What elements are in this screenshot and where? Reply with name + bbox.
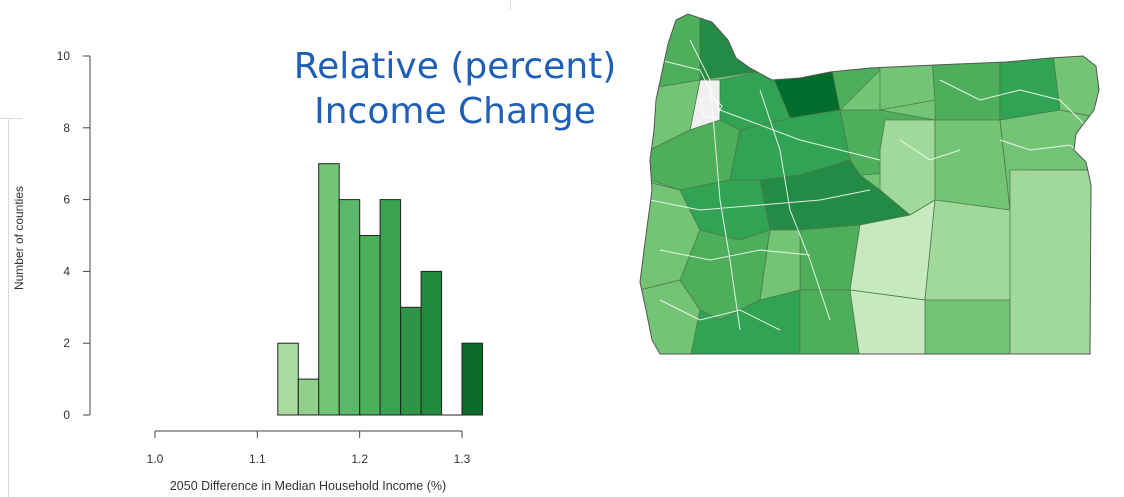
histogram-bar-4	[359, 235, 381, 416]
y-tick-label-4: 8	[63, 121, 70, 135]
x-axis: 1.0 1.1 1.2 1.3	[147, 430, 471, 466]
y-tick-label-0: 0	[63, 408, 70, 422]
histogram-bar-7	[420, 270, 443, 416]
oregon-county-map	[639, 13, 1100, 355]
histogram-bar-1	[297, 378, 320, 416]
x-tick-label-2: 1.2	[351, 452, 368, 466]
histogram-bars	[277, 163, 483, 416]
histogram-bar-0	[277, 342, 299, 416]
histogram-bar-2	[318, 163, 340, 416]
y-tick-label-1: 2	[63, 336, 70, 350]
y-tick-label-3: 6	[63, 193, 70, 207]
x-tick-label-0: 1.0	[147, 452, 164, 466]
overlay-title: Relative (percent) Income Change	[250, 44, 660, 134]
y-axis: 0 2 4 6 8 10	[57, 49, 91, 422]
y-tick-label-5: 10	[57, 49, 71, 63]
histogram-bar-3	[338, 199, 361, 416]
histogram-bar-9	[461, 342, 483, 416]
slide-guides	[0, 0, 511, 497]
y-axis-label: Number of counties	[12, 186, 26, 290]
x-axis-label: 2050 Difference in Median Household Inco…	[170, 479, 446, 493]
overlay-title-line2: Income Change	[314, 91, 596, 132]
x-tick-label-1: 1.1	[249, 452, 266, 466]
y-tick-label-2: 4	[63, 264, 70, 278]
overlay-title-line1: Relative (percent)	[293, 46, 617, 87]
histogram-bar-6	[400, 306, 422, 416]
x-tick-label-3: 1.3	[454, 452, 471, 466]
oregon-outline	[639, 13, 1100, 355]
histogram-bar-5	[379, 199, 402, 416]
